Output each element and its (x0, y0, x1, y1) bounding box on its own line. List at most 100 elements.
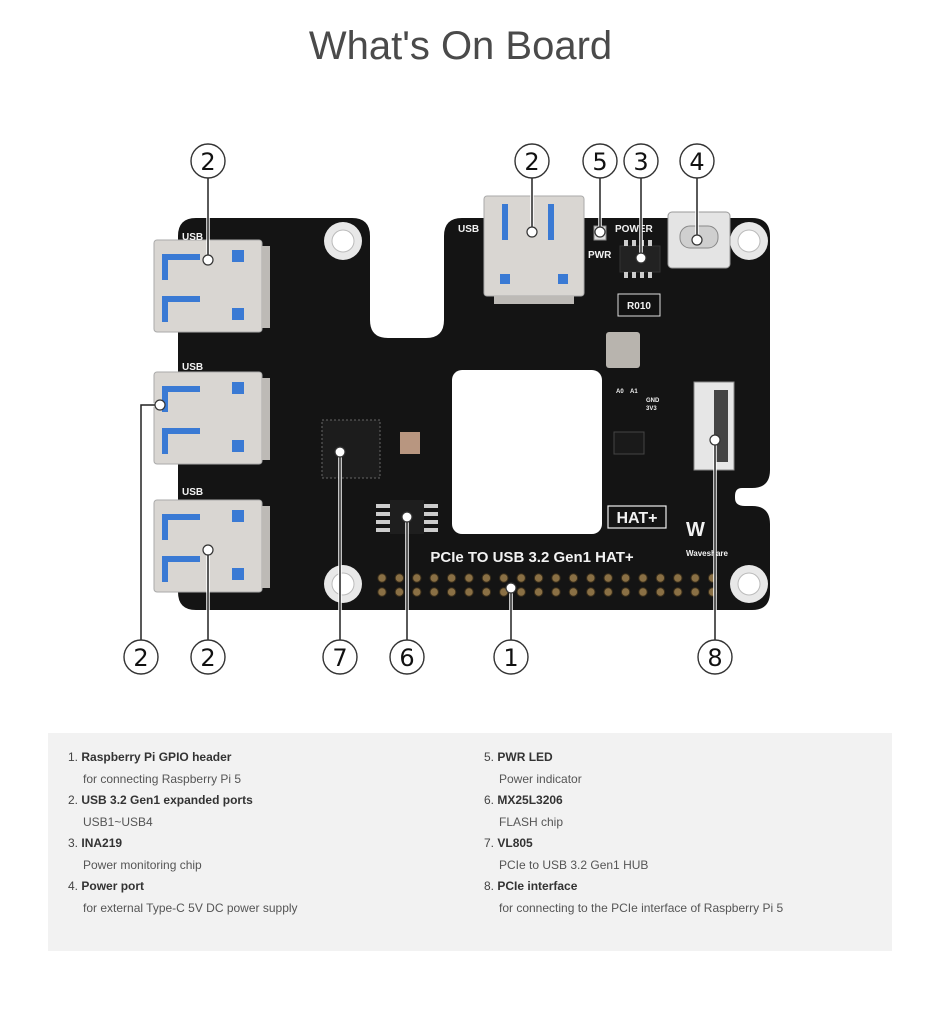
pwr-label: PWR (588, 250, 612, 261)
legend-column-right: 5. PWR LED Power indicator 6. MX25L3206 … (484, 747, 884, 919)
gnd-label: GND (646, 398, 660, 404)
gpio-pin (568, 573, 579, 583)
pcie-connector (693, 381, 735, 471)
hat-plus-box (607, 505, 667, 529)
page-title: What's On Board (308, 24, 613, 68)
usb-port-top-center (483, 195, 585, 304)
leader-dots (154, 226, 721, 594)
callout: 4 (679, 143, 715, 179)
gpio-pin (603, 573, 613, 583)
usb-label-2: USB (182, 362, 203, 373)
crystal-oscillator (400, 432, 420, 454)
callout: 8 (697, 639, 733, 675)
callout-number: 3 (633, 148, 648, 176)
gpio-pin (620, 573, 631, 583)
shunt-resistor: R010 (617, 293, 661, 317)
callout: 2 (514, 143, 550, 179)
callout: 6 (389, 639, 425, 675)
eeprom-chip (613, 431, 645, 455)
gpio-pin (690, 587, 700, 597)
flash-chip (376, 500, 438, 534)
callout: 2 (190, 639, 226, 675)
callout-number: 5 (592, 148, 607, 176)
mounting-hole-top-left (324, 222, 362, 260)
a1-label: A1 (630, 389, 638, 395)
usb-port-bottom-left (153, 499, 270, 593)
callout-number: 7 (332, 644, 347, 672)
gpio-pin (568, 587, 579, 597)
legend-item: 6. MX25L3206 FLASH chip (484, 790, 884, 833)
legend-item: 7. VL805 PCIe to USB 3.2 Gen1 HUB (484, 833, 884, 876)
callout: 7 (322, 639, 358, 675)
legend-item-description: for connecting Raspberry Pi 5 (83, 771, 242, 786)
gpio-pin (412, 573, 422, 583)
legend-item-title: INA219 (81, 836, 123, 850)
gpio-pin (533, 587, 544, 597)
legend-item: 8. PCIe interface for connecting to the … (484, 876, 884, 919)
gpio-pin (551, 587, 561, 597)
legend-item: 5. PWR LED Power indicator (484, 747, 884, 790)
usb-label-3: USB (182, 487, 203, 498)
product-label: PCIe TO USB 3.2 Gen1 HAT+ (430, 549, 633, 566)
a0-label: A0 (616, 389, 624, 395)
gpio-pin (638, 573, 648, 583)
callout: 2 (123, 639, 159, 675)
v33-label: 3V3 (646, 406, 657, 412)
legend-item: 2. USB 3.2 Gen1 expanded ports USB1~USB4 (68, 790, 468, 833)
legend-item-title: USB 3.2 Gen1 expanded ports (81, 793, 253, 807)
resistor-label: R010 (627, 301, 651, 312)
callout-number: 2 (133, 644, 148, 672)
legend-column-left: 1. Raspberry Pi GPIO header for connecti… (68, 747, 468, 919)
gpio-pin (603, 587, 613, 597)
mounting-hole-top-right (730, 222, 768, 260)
usb-label-1: USB (182, 232, 203, 243)
gpio-pin (394, 587, 405, 597)
gpio-pin (429, 573, 439, 583)
legend-item-number: 1. (68, 750, 79, 764)
gpio-pin (464, 587, 474, 597)
usb-label-4: USB (458, 224, 479, 235)
gpio-pin (377, 587, 387, 597)
gpio-pin (620, 587, 631, 597)
legend-item-number: 5. (484, 750, 495, 764)
gpio-pin (586, 573, 596, 583)
gpio-pin (673, 573, 683, 583)
legend-item-number: 2. (68, 793, 79, 807)
legend-item-title: PWR LED (497, 750, 553, 764)
mounting-hole-bottom-right (730, 565, 768, 603)
brand-logo: W (686, 519, 705, 541)
legend-item-number: 8. (484, 879, 495, 893)
callout-number: 2 (200, 644, 215, 672)
legend-item-title: VL805 (497, 836, 533, 850)
gpio-pin (673, 587, 683, 597)
legend-item-description: Power indicator (499, 771, 582, 786)
leader-lines (139, 178, 717, 640)
legend-item-title: Power port (81, 879, 145, 893)
legend-item-title: MX25L3206 (497, 793, 563, 807)
legend-item-title: PCIe interface (497, 879, 578, 893)
gpio-pin (516, 587, 526, 597)
legend-panel: 1. Raspberry Pi GPIO header for connecti… (48, 733, 892, 951)
gpio-header (377, 573, 718, 597)
gpio-pin (499, 573, 509, 583)
legend-item-description: for connecting to the PCIe interface of … (499, 900, 784, 915)
legend-item-number: 3. (68, 836, 79, 850)
callout: 2 (190, 143, 226, 179)
usb-port-middle-left (153, 371, 270, 465)
gpio-pin (464, 573, 474, 583)
gpio-pin (638, 587, 648, 597)
gpio-pin (446, 587, 457, 597)
gpio-pin (481, 573, 492, 583)
inductor (606, 332, 640, 368)
gpio-pin (690, 573, 700, 583)
board-cutout (452, 370, 602, 534)
legend-item-number: 4. (68, 879, 79, 893)
gpio-pin (481, 587, 492, 597)
gpio-pin (551, 573, 561, 583)
gpio-pin (446, 573, 457, 583)
callout: 3 (623, 143, 659, 179)
gpio-pin (655, 587, 666, 597)
legend-item-description: PCIe to USB 3.2 Gen1 HUB (499, 857, 649, 872)
callout-number: 2 (524, 148, 539, 176)
legend-item-number: 6. (484, 793, 495, 807)
